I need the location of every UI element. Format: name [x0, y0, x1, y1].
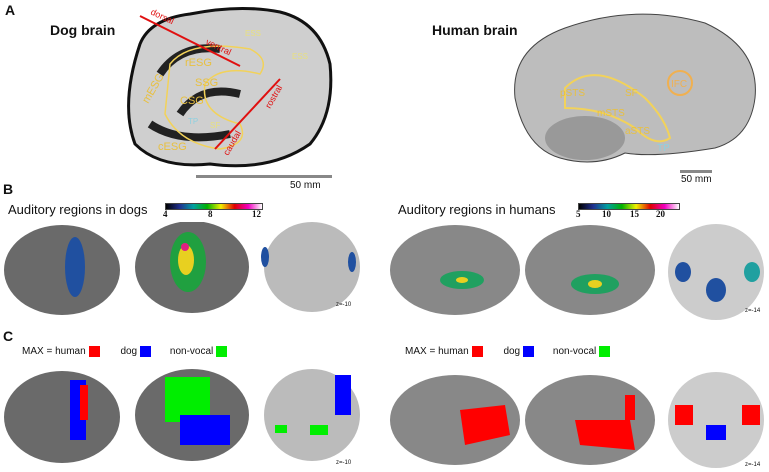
region-label: ESS [245, 29, 261, 38]
human-brain-illustration: pSTS mSTS aSTS SF IFC TP [514, 13, 756, 163]
nonvocal-swatch [599, 346, 611, 357]
region-label: aSTS [625, 126, 650, 137]
region-label: mSTS [597, 108, 625, 119]
human-slice-label-b: z=-14 [745, 308, 761, 314]
region-label: CSG [180, 95, 204, 107]
region-label: TP [657, 143, 670, 154]
region-label: TP [188, 117, 198, 126]
dog-legend: MAX = human dog non-vocal [22, 346, 228, 358]
human-auditory-title: Auditory regions in humans [398, 202, 556, 217]
region-label: IFC [671, 79, 687, 90]
region-label: rESG [185, 57, 212, 69]
panel-label-a: A [5, 2, 16, 18]
region-label: SSG [195, 77, 218, 89]
dog-scale-bar [196, 175, 332, 178]
nonvocal-swatch [216, 346, 228, 357]
legend-nonvocal: non-vocal [169, 346, 214, 358]
colorbar-tick: 12 [252, 209, 261, 219]
colorbar-tick: 10 [602, 209, 611, 219]
colorbar-tick: 20 [656, 209, 665, 219]
panel-label-c: C [3, 328, 14, 344]
dog-slice-label-b: z=-10 [336, 302, 352, 308]
human-colorbar [578, 203, 680, 210]
human-legend: MAX = human dog non-vocal [405, 346, 611, 358]
dog-auditory-title: Auditory regions in dogs [8, 202, 148, 217]
legend-dog: dog [503, 346, 521, 358]
panel-label-b: B [3, 181, 14, 197]
legend-human: MAX = human [22, 346, 86, 358]
human-swatch [88, 346, 100, 357]
region-label: pSTS [560, 88, 585, 99]
region-label: SF [210, 121, 220, 130]
legend-dog: dog [120, 346, 138, 358]
auditory-maps-row [4, 222, 764, 320]
dog-colorbar [165, 203, 263, 210]
dog-brain-illustration: dorsal ventral rostral caudal mESG rESG … [127, 7, 333, 168]
human-swatch [471, 346, 483, 357]
region-label: ESS [292, 52, 308, 61]
colorbar-tick: 4 [163, 209, 168, 219]
colorbar-tick: 8 [208, 209, 213, 219]
region-label: cESG [158, 141, 187, 153]
legend-human: MAX = human [405, 346, 469, 358]
region-label: SF [625, 88, 638, 99]
human-scale-label: 50 mm [681, 174, 712, 185]
dog-brain-title: Dog brain [50, 22, 116, 38]
dog-scale-label: 50 mm [290, 180, 321, 191]
dog-swatch [523, 346, 535, 357]
colorbar-tick: 5 [576, 209, 581, 219]
human-scale-bar [680, 170, 712, 173]
legend-nonvocal: non-vocal [552, 346, 597, 358]
human-brain-title: Human brain [432, 22, 518, 38]
dog-slice-label-c: z=-10 [336, 460, 352, 466]
colorbar-tick: 15 [630, 209, 639, 219]
human-slice-label-c: z=-14 [745, 462, 761, 468]
dog-swatch [140, 346, 152, 357]
max-maps-row [4, 369, 764, 468]
